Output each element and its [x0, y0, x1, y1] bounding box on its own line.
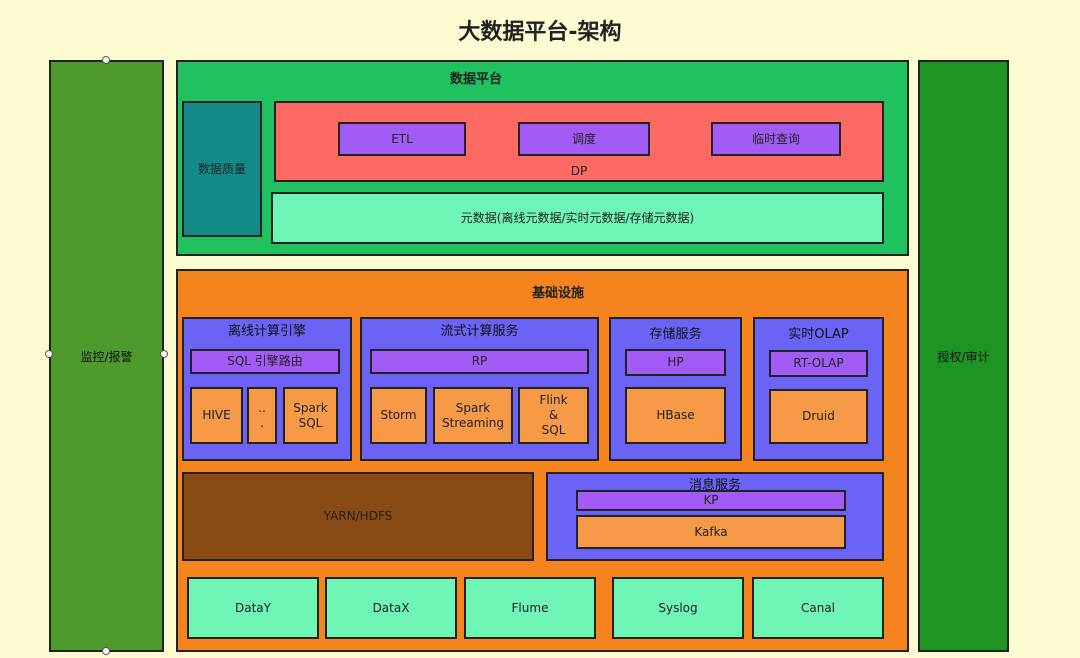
dp-label: DP	[570, 164, 588, 178]
audit-panel[interactable]: 授权/审计	[918, 60, 1009, 652]
monitoring-label: 监控/报警	[80, 349, 133, 364]
adhoc-query-box[interactable]: 临时查询	[711, 122, 841, 156]
kp-box[interactable]: KP	[576, 490, 846, 511]
hive-label: HIVE	[202, 408, 231, 422]
metadata-label: 元数据(离线元数据/实时元数据/存储元数据)	[460, 210, 695, 225]
storm-label: Storm	[380, 408, 417, 422]
collector-canal-label: Canal	[800, 600, 836, 615]
rp-box[interactable]: RP	[370, 349, 589, 374]
storage-service-title: 存储服务	[649, 327, 702, 342]
spark-streaming-box[interactable]: Spark Streaming	[433, 387, 513, 444]
collector-datax[interactable]: DataX	[325, 577, 457, 639]
streaming-compute-title: 流式计算服务	[440, 324, 519, 339]
hbase-box[interactable]: HBase	[625, 387, 726, 444]
sql-engine-router-box[interactable]: SQL 引擎路由	[190, 349, 340, 374]
rp-label: RP	[471, 354, 488, 368]
druid-label: Druid	[802, 409, 835, 423]
sql-engine-router-label: SQL 引擎路由	[227, 354, 303, 368]
storm-box[interactable]: Storm	[370, 387, 427, 444]
data-quality-box[interactable]: 数据质量	[182, 101, 262, 237]
resize-handle-left[interactable]	[45, 350, 53, 358]
resize-handle-top[interactable]	[102, 56, 110, 64]
hbase-label: HBase	[656, 408, 695, 422]
collector-syslog-label: Syslog	[658, 600, 698, 615]
yarn-hdfs-label: YARN/HDFS	[323, 509, 393, 523]
messaging-service-title: 消息服务	[688, 478, 741, 493]
hp-box[interactable]: HP	[625, 349, 726, 376]
collector-datay[interactable]: DataY	[187, 577, 319, 639]
kafka-box[interactable]: Kafka	[576, 515, 846, 549]
diagram-title: 大数据平台-架构	[458, 20, 622, 45]
flink-sql-label: Flink & SQL	[539, 393, 568, 437]
flink-sql-box[interactable]: Flink & SQL	[518, 387, 589, 444]
ellipsis-label: .. .	[258, 400, 266, 430]
schedule-label: 调度	[571, 131, 596, 146]
audit-label: 授权/审计	[937, 349, 990, 364]
resize-handle-right[interactable]	[160, 350, 168, 358]
ellipsis-box[interactable]: .. .	[247, 387, 277, 444]
kp-label: KP	[703, 493, 719, 507]
schedule-box[interactable]: 调度	[518, 122, 650, 156]
hive-box[interactable]: HIVE	[190, 387, 243, 444]
resize-handle-bottom[interactable]	[102, 647, 110, 655]
collector-datax-label: DataX	[372, 600, 410, 615]
druid-box[interactable]: Druid	[769, 389, 868, 444]
etl-box[interactable]: ETL	[338, 122, 466, 156]
collector-flume[interactable]: Flume	[464, 577, 596, 639]
spark-streaming-label: Spark Streaming	[442, 400, 504, 430]
adhoc-query-label: 临时查询	[751, 131, 800, 146]
rt-olap-label: RT-OLAP	[793, 356, 844, 370]
monitoring-panel[interactable]: 监控/报警	[49, 60, 164, 652]
etl-label: ETL	[391, 131, 413, 146]
metadata-box[interactable]: 元数据(离线元数据/实时元数据/存储元数据)	[271, 192, 884, 244]
yarn-hdfs-box[interactable]: YARN/HDFS	[182, 472, 534, 561]
kafka-label: Kafka	[694, 524, 728, 539]
collector-canal[interactable]: Canal	[752, 577, 884, 639]
spark-sql-box[interactable]: Spark SQL	[283, 387, 338, 444]
spark-sql-label: Spark SQL	[293, 400, 328, 430]
rt-olap-box[interactable]: RT-OLAP	[769, 350, 868, 377]
data-quality-label: 数据质量	[197, 161, 246, 176]
collector-datay-label: DataY	[235, 600, 271, 615]
collector-flume-label: Flume	[511, 600, 549, 615]
infrastructure-title: 基础设施	[531, 286, 584, 301]
realtime-olap-title: 实时OLAP	[788, 327, 849, 342]
data-platform-title: 数据平台	[449, 72, 502, 87]
hp-label: HP	[667, 355, 684, 369]
collector-syslog[interactable]: Syslog	[612, 577, 744, 639]
offline-compute-title: 离线计算引擎	[227, 324, 306, 339]
